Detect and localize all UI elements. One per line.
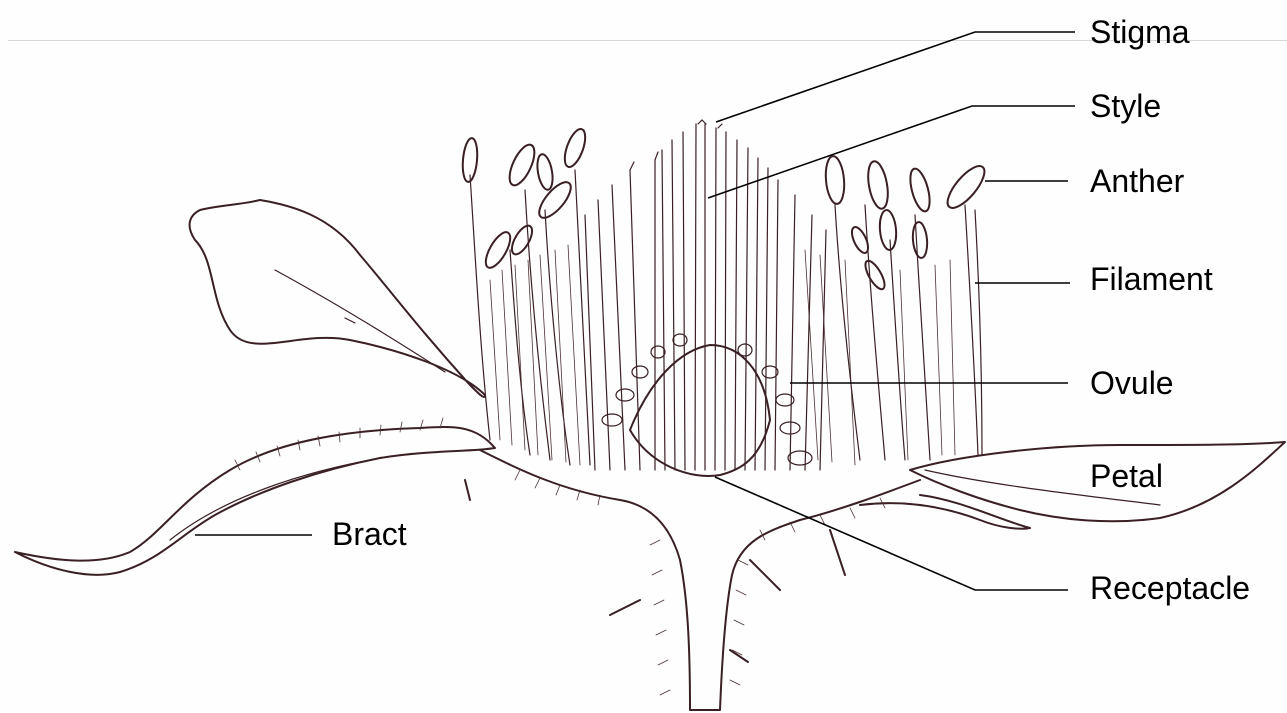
hairs xyxy=(235,418,885,695)
label-filament: Filament xyxy=(1090,263,1213,295)
stamens-right xyxy=(824,155,990,460)
label-style: Style xyxy=(1090,90,1161,122)
left-petal-vein xyxy=(275,270,445,372)
label-bract: Bract xyxy=(332,518,407,550)
ovary-cavity xyxy=(630,345,770,476)
bract-shape xyxy=(15,427,495,575)
label-receptacle: Receptacle xyxy=(1090,572,1250,604)
left-petal xyxy=(190,200,485,397)
left-petal-vein-2 xyxy=(345,318,355,323)
label-stigma: Stigma xyxy=(1090,16,1190,48)
label-anther: Anther xyxy=(1090,165,1184,197)
style-leader xyxy=(708,106,1075,198)
ovules xyxy=(602,334,812,465)
stigma-leader xyxy=(716,32,1075,122)
right-sepal xyxy=(860,495,1030,529)
label-petal: Petal xyxy=(1090,460,1163,492)
label-ovule: Ovule xyxy=(1090,367,1174,399)
receptacle-outline xyxy=(480,450,920,710)
filament-strokes xyxy=(490,245,955,465)
